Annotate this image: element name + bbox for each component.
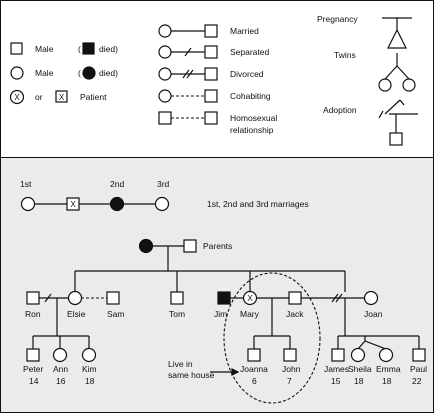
- family-tree: Parents Ron Elsie Sam Tom X Jim Mary Jac…: [23, 238, 427, 404]
- legend-special: Pregnancy Twins Adoption: [317, 14, 418, 146]
- homosexual-label-2: relationship: [230, 125, 274, 135]
- household-boundary: [223, 272, 321, 404]
- female-label: Male: [35, 68, 54, 78]
- patient-female-mark: X: [14, 93, 20, 102]
- separated-label: Separated: [230, 47, 269, 57]
- john-age: 7: [287, 376, 292, 386]
- james-age: 15: [331, 376, 341, 386]
- pregnancy-label: Pregnancy: [317, 14, 358, 24]
- john-label: John: [282, 364, 301, 374]
- divorced-label: Divorced: [230, 69, 264, 79]
- peter-age: 14: [29, 376, 39, 386]
- example-panel: [0, 157, 434, 413]
- male-symbol: [10, 42, 23, 55]
- patient-male-mark: X: [59, 93, 65, 102]
- emma-age: 18: [382, 376, 392, 386]
- emma-label: Emma: [376, 364, 401, 374]
- female-symbol: [10, 66, 24, 80]
- patient-female-symbol: [9, 89, 25, 105]
- marriages-example: 1st 2nd 3rd X 1st, 2nd and 3rd marriages: [20, 179, 309, 212]
- first-label: 1st: [20, 179, 32, 189]
- paul-label: Paul: [410, 364, 427, 374]
- legend-symbols: Male ( died) Male ( died) X or X Patient: [9, 42, 118, 105]
- cohabiting-label: Cohabiting: [230, 91, 271, 101]
- twins-label: Twins: [334, 50, 356, 60]
- died-label: died): [99, 44, 118, 54]
- third-label: 3rd: [157, 179, 170, 189]
- second-label: 2nd: [110, 179, 124, 189]
- joan-label: Joan: [364, 309, 383, 319]
- pregnancy-triangle: [387, 28, 407, 49]
- patient-male-symbol: [55, 90, 68, 103]
- patient-label: Patient: [80, 92, 107, 102]
- joanna-label: Joanna: [240, 364, 268, 374]
- died-open-paren-2: (: [78, 68, 81, 78]
- died-male-symbol: [82, 42, 95, 55]
- joanna-age: 6: [252, 376, 257, 386]
- tom-label: Tom: [169, 309, 185, 319]
- live-in-label-2: same house: [168, 370, 215, 380]
- kim-age: 18: [85, 376, 95, 386]
- parents-label: Parents: [203, 241, 232, 251]
- paul-age: 22: [412, 376, 422, 386]
- died-female-symbol: [82, 66, 96, 80]
- legend-relationships: Married Separated Divorced Cohabiting Ho…: [158, 24, 277, 135]
- ann-label: Ann: [53, 364, 68, 374]
- jim-label: Jim: [214, 309, 227, 319]
- live-in-label-1: Live in: [168, 359, 193, 369]
- sheila-age: 18: [354, 376, 364, 386]
- homosexual-label-1: Homosexual: [230, 113, 277, 123]
- elsie-label: Elsie: [67, 309, 86, 319]
- james-label: James: [324, 364, 349, 374]
- ron-label: Ron: [25, 309, 41, 319]
- died-open-paren: (: [78, 44, 81, 54]
- jack-label: Jack: [286, 309, 304, 319]
- mary-patient-mark: X: [247, 294, 253, 303]
- died-label-2: died): [99, 68, 118, 78]
- married-label: Married: [230, 26, 259, 36]
- marriage-patient-mark: X: [70, 200, 76, 209]
- kim-label: Kim: [82, 364, 97, 374]
- sam-label: Sam: [107, 309, 124, 319]
- male-label: Male: [35, 44, 54, 54]
- sheila-label: Sheila: [348, 364, 372, 374]
- ann-age: 16: [56, 376, 66, 386]
- adoption-label: Adoption: [323, 105, 357, 115]
- mary-label: Mary: [240, 309, 260, 319]
- marriages-caption: 1st, 2nd and 3rd marriages: [207, 199, 309, 209]
- peter-label: Peter: [23, 364, 43, 374]
- or-label: or: [35, 92, 43, 102]
